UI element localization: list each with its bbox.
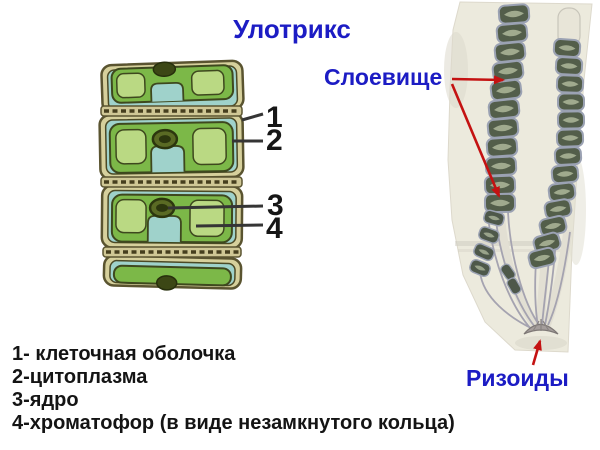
slide-title: Улотрикс: [233, 14, 351, 44]
arrow-rhizoids-icon: [531, 339, 542, 366]
legend: 1- клеточная оболочка 2-цитоплазма 3-ядр…: [12, 343, 455, 435]
legend-line: 2-цитоплазма: [12, 366, 148, 388]
arrow-thallus-upper-icon: [451, 75, 505, 85]
cell-structure-figure: [98, 59, 264, 291]
legend-line: 1- клеточная оболочка: [12, 343, 236, 365]
legend-line: 3-ядро: [12, 389, 79, 411]
cell-middle-upper: [98, 111, 245, 181]
red-arrows: [450, 75, 542, 366]
arrow-thallus-lower-icon: [450, 83, 501, 198]
legend-line: 4-хроматофор (в виде незамкнутого кольца…: [12, 412, 455, 434]
callout-lines: [167, 112, 264, 228]
cell-top: [100, 59, 245, 115]
label-rhizoids: Ризоиды: [466, 365, 569, 391]
cell-middle-lower: [100, 184, 244, 250]
callout-number-2: 2: [266, 124, 283, 157]
label-thallus: Слоевище: [324, 64, 443, 90]
callout-number-1: 1: [266, 101, 283, 134]
callout-number-4: 4: [266, 212, 283, 245]
cross-walls: [100, 105, 243, 258]
cell-bottom: [102, 254, 243, 291]
callout-number-3: 3: [267, 189, 284, 222]
algae-figure: [444, 1, 593, 366]
